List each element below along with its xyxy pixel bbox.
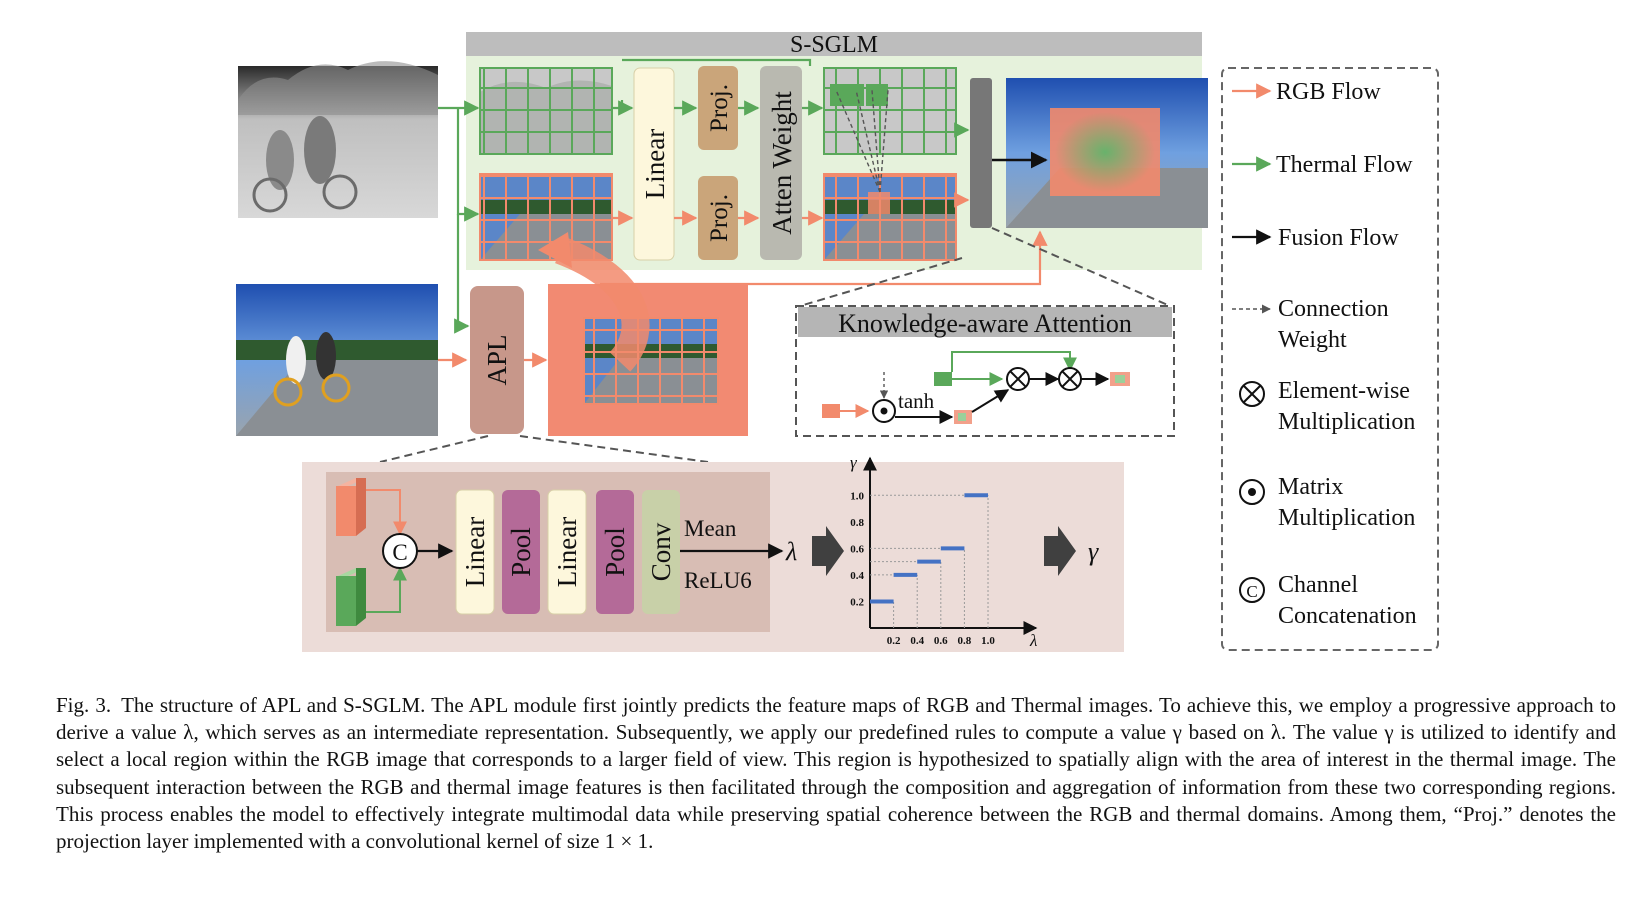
element-mult-icon <box>1239 381 1265 407</box>
s-sglm-title: S-SGLM <box>790 32 878 58</box>
thermal-input-cube <box>336 568 366 626</box>
lambda-symbol: λ <box>785 537 797 566</box>
caption-text: The structure of APL and S-SGLM. The APL… <box>56 693 1616 854</box>
channel-concat-icon: C <box>1239 577 1265 603</box>
element-mult-op-2 <box>1058 367 1082 391</box>
apl-pool-1-label: Pool <box>506 527 536 577</box>
lambda-gamma-step-chart: 0.2 0.4 0.6 0.8 1.0 0.2 0.4 0.6 0.8 1.0 λ γ <box>850 453 1038 650</box>
mean-label: Mean <box>684 516 737 541</box>
legend-matrix-mult-2: Multiplication <box>1278 505 1415 531</box>
caption-label: Fig. 3. <box>56 693 112 717</box>
apl-conv-label: Conv <box>646 522 676 581</box>
apl-pool-2 <box>596 490 634 614</box>
y-tick-3: 0.8 <box>850 517 864 529</box>
legend-channel-concat-2: Concatenation <box>1278 603 1417 629</box>
legend-rgb-flow: RGB Flow <box>1276 79 1381 105</box>
proj-block-top <box>698 66 738 150</box>
x-tick-2: 0.6 <box>934 635 948 647</box>
attended-rgb-map <box>823 173 957 261</box>
element-mult-op-1 <box>1006 367 1030 391</box>
knowledge-aware-attention-box: Knowledge-aware Attention tanh <box>795 305 1175 437</box>
attended-thermal-map <box>823 67 957 155</box>
apl-label: APL <box>482 334 512 385</box>
legend-thermal-flow: Thermal Flow <box>1276 152 1413 178</box>
rgb-input-image <box>236 284 438 436</box>
gamma-symbol: γ <box>1088 537 1099 566</box>
apl-pool-2-label: Pool <box>600 527 630 577</box>
thermal-input-image <box>238 61 438 218</box>
legend-connection-weight-1: Connection <box>1278 296 1389 322</box>
y-tick-4: 1.0 <box>850 490 864 502</box>
legend-fusion-flow: Fusion Flow <box>1278 225 1399 251</box>
thermal-feature-map <box>479 67 613 155</box>
to-chart-arrow <box>812 526 844 576</box>
channel-concat-icon-letter: C <box>1246 582 1257 601</box>
fusion-bar <box>970 78 992 228</box>
apl-linear-2-label: Linear <box>552 517 582 587</box>
legend-element-mult-2: Multiplication <box>1278 409 1415 435</box>
proj-label-bottom: Proj. <box>706 194 733 242</box>
legend-matrix-mult-1: Matrix <box>1278 474 1343 500</box>
apl-pool-1 <box>502 490 540 614</box>
legend-channel-concat-1: Channel <box>1278 572 1358 598</box>
x-tick-0: 0.2 <box>887 635 901 647</box>
apl-linear-1 <box>455 489 495 615</box>
proj-block-bottom <box>698 176 738 260</box>
thermal-flow-arrows <box>438 58 970 334</box>
y-tick-0: 0.2 <box>850 596 864 608</box>
legend-element-mult-1: Element-wise <box>1278 378 1410 404</box>
atten-weight-block <box>760 66 802 260</box>
selected-region-panel <box>538 232 748 436</box>
concat-symbol: C <box>392 540 407 565</box>
x-tick-1: 0.4 <box>910 635 924 647</box>
legend: RGB Flow Thermal Flow Fusion Flow Connec… <box>1221 67 1439 651</box>
apl-conv <box>642 490 680 614</box>
to-gamma-arrow <box>1044 526 1076 576</box>
apl-linear-2 <box>547 489 587 615</box>
apl-linear-1-label: Linear <box>460 517 490 587</box>
linear-block <box>633 67 675 261</box>
y-axis-label: γ <box>850 453 858 472</box>
legend-connection-weight-2: Weight <box>1278 327 1347 353</box>
tanh-label: tanh <box>898 389 935 413</box>
x-axis-label: λ <box>1029 631 1037 650</box>
relu6-label: ReLU6 <box>684 568 752 593</box>
linear-label: Linear <box>640 129 670 199</box>
y-tick-1: 0.4 <box>850 570 864 582</box>
matrix-mult-icon <box>1239 479 1265 505</box>
x-tick-4: 1.0 <box>981 635 995 647</box>
architecture-diagram: S-SGLM Linear Proj. Proj. <box>236 32 1439 652</box>
apl-detail-panel: C Linear Pool Linear Pool Conv Mean ReLU… <box>302 453 1124 652</box>
rgb-input-cube <box>336 478 366 536</box>
kaa-title: Knowledge-aware Attention <box>838 309 1132 338</box>
proj-label-top: Proj. <box>706 84 733 132</box>
y-tick-2: 0.6 <box>850 543 864 555</box>
x-tick-3: 0.8 <box>958 635 972 647</box>
figure-caption: Fig. 3.The structure of APL and S-SGLM. … <box>56 692 1616 855</box>
apl-block <box>470 286 524 434</box>
atten-weight-label: Atten Weight <box>767 91 797 235</box>
connection-weight-lines <box>835 89 889 193</box>
fused-output-image <box>1006 78 1208 228</box>
